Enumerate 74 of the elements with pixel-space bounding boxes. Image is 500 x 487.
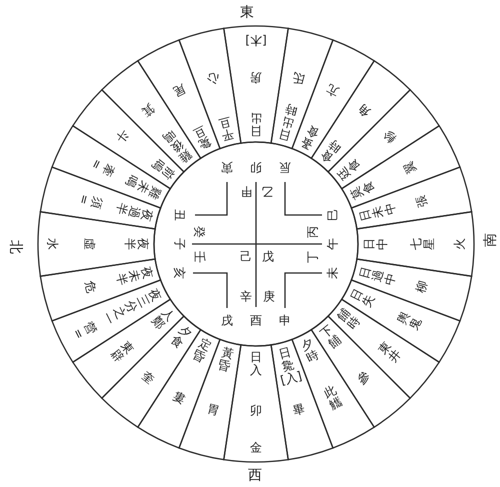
hour-label: 莫食 xyxy=(348,178,378,202)
lunar-mansion-label: 尾 xyxy=(170,82,187,99)
stem-label: 丙 xyxy=(306,226,320,238)
hour-label: 黃昏 xyxy=(216,346,235,374)
lunar-mansion-label: 東辟 xyxy=(108,339,136,365)
lunar-mansion-label: 氐 xyxy=(292,70,307,86)
branch-label: 午 xyxy=(326,238,340,250)
branch-label: 未 xyxy=(326,267,340,279)
lunar-mansion-label: 斗 xyxy=(113,127,131,145)
direction-label: 東 xyxy=(240,6,254,20)
lunar-mansion-label: 卯 xyxy=(250,404,262,418)
lunar-mansion-label: 須= xyxy=(75,192,104,210)
direction-label: 西 xyxy=(248,468,262,484)
element-label: [木] xyxy=(245,34,267,46)
hour-label: 平旦 xyxy=(216,114,235,142)
branch-label: 辰 xyxy=(279,160,291,174)
lunar-mansion-label: 此觿 xyxy=(322,383,345,412)
hour-label: 日失 xyxy=(348,286,378,310)
lunar-mansion-label: 七星 xyxy=(410,238,436,250)
stem-label: 己 xyxy=(240,250,252,264)
stem-label: 癸 xyxy=(192,226,206,238)
hour-label: 定昏 xyxy=(190,336,214,366)
lunar-mansion-label: 軫 xyxy=(380,127,399,145)
lunar-mansion-label: 箕 xyxy=(139,101,157,119)
lunar-mansion-label: 婁 xyxy=(170,389,187,406)
lunar-mansion-label: 營= xyxy=(69,320,98,342)
branch-label: 寅 xyxy=(221,160,233,174)
lunar-mansion-label: 張 xyxy=(414,193,430,208)
hour-label: 日出時 xyxy=(277,101,299,142)
lunar-mansion-label: 房 xyxy=(250,70,262,84)
branch-label: 巳 xyxy=(326,209,340,221)
stem-label: 庚 xyxy=(263,290,275,304)
branch-label: 丑 xyxy=(172,209,186,221)
lunar-mansion-label: 輿鬼 xyxy=(395,310,424,333)
branch-label: 酉 xyxy=(250,314,262,328)
lunar-mansion-label: 畢 xyxy=(292,402,307,418)
hour-label: 毚旦 xyxy=(190,122,214,152)
lunar-mansion-label: 參 xyxy=(355,368,373,387)
lunar-mansion-label: 柳 xyxy=(414,280,430,295)
hour-label: 夜過半 xyxy=(113,201,154,223)
hour-label: 夜半 xyxy=(123,238,149,250)
lunar-mansion-label: 危 xyxy=(82,280,98,295)
branch-label: 亥 xyxy=(172,267,186,279)
stem-label: 乙 xyxy=(261,184,273,198)
stem-label: 丁 xyxy=(306,251,320,263)
branch-label: 申 xyxy=(279,314,291,328)
lunar-mansion-label: 牽= xyxy=(88,155,117,178)
element-label: 火 xyxy=(454,238,466,250)
hour-label: 日中 xyxy=(363,238,389,250)
stem-label: 甲 xyxy=(240,184,252,198)
stem-label: 戊 xyxy=(262,250,274,264)
branch-label: 卯 xyxy=(250,160,262,174)
lunar-mansion-label: 奎 xyxy=(139,368,157,387)
lunar-mansion-label: 角 xyxy=(355,101,373,119)
direction-label: 北 xyxy=(8,240,22,254)
hour-label: 日未中 xyxy=(358,201,399,223)
branch-label: 戌 xyxy=(221,314,233,328)
hour-label: 蚤食 xyxy=(298,122,322,152)
hour-label: 日入 xyxy=(250,351,262,377)
hour-label: 日過中 xyxy=(358,265,399,287)
lunar-mansion-label: 東井 xyxy=(376,339,404,365)
hour-label: 夜未半 xyxy=(113,265,154,287)
lunar-mansion-label: 翼 xyxy=(401,158,418,175)
hour-label: 日出 xyxy=(250,111,262,137)
element-label: 水 xyxy=(46,238,58,250)
lunar-mansion-label: 胃 xyxy=(205,402,220,418)
stem-label: 壬 xyxy=(192,251,206,263)
lunar-mansion-label: 亢 xyxy=(325,82,342,99)
branch-label: 子 xyxy=(172,238,186,250)
element-label: 金 xyxy=(250,442,262,454)
lunar-mansion-label: 心 xyxy=(205,70,220,86)
lunar-mansion-label: 虛 xyxy=(82,238,96,250)
direction-label: 南 xyxy=(484,233,498,247)
stem-label: 辛 xyxy=(240,290,252,304)
